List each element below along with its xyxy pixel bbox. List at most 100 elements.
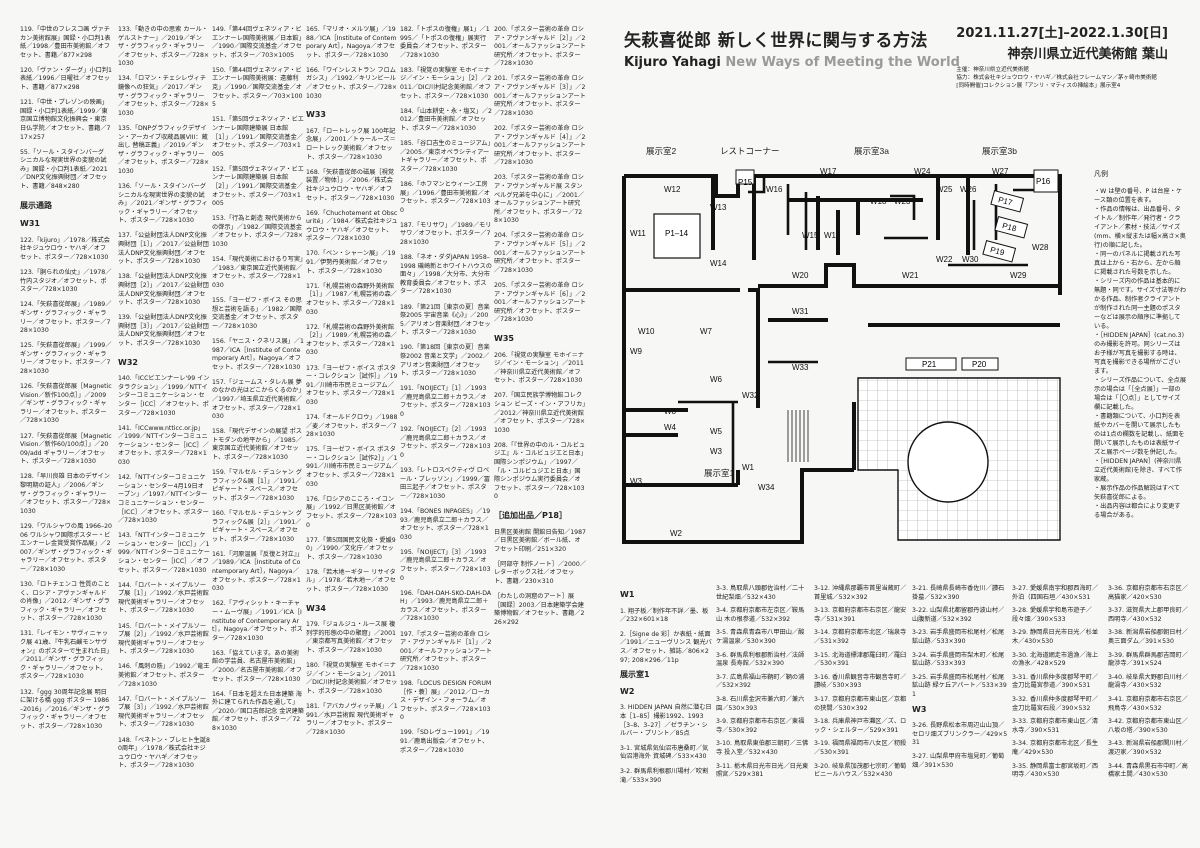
additional-heading: ［追加出品／P18］ <box>494 511 567 520</box>
catalog-entry: 3-39. 群馬県群馬郡吉岡町／龍渉寺／391×524 <box>1108 651 1188 668</box>
catalog-entry: 137.「公益財団法人DNP文化振興財団［1］」／2017／公益財団法人DNP文… <box>118 232 209 266</box>
catalog-entry: 125.「矢萩喜從郎展」／1999／ギンザ・グラフィック・ギャラリー／オフセット… <box>20 342 112 375</box>
catalog-entry: 1. 翔子板／制作年不詳／墨、板／232×601×18 <box>620 607 709 624</box>
catalog-entry: 202.「ポスター芸術の革命 ロシア・アヴァンギャルド［4］」／2001／オール… <box>494 124 586 167</box>
svg-text:W25: W25 <box>936 185 953 194</box>
date-block: 2021.11.27[土]–2022.1.30[日] 神奈川県立近代美術館 葉山… <box>956 22 1168 90</box>
column-3: 149.「第44回ヴェネツィア・ビエンナーレ国際美術展／日本館」／1990／国際… <box>212 26 304 740</box>
legend: 凡例 ・W は壁の番号、P は台座・ケース類の位置を表す。 ・作品の情報は、出品… <box>1094 170 1186 520</box>
catalog-entry: 141.「ICCwww.ntticc.or.jp」／1999／NTTインターコミ… <box>118 424 209 467</box>
catalog-entry: 3-41. 京都府京都市右京区／飛鳥寺／430×532 <box>1108 695 1188 712</box>
catalog-entry: 162.「アヴィシット・キーチャー・ムーヴ展」／1991／ICA［Institu… <box>212 600 303 642</box>
catalog-entry: 183.「視覚の実験室 モホイ＝ナジ／イン・モーション」［2］／2011／DIC… <box>400 66 492 100</box>
catalog-entry: 3-32. 香川県仲多度郡琴平町／金刀比羅宮石段／390×532 <box>1012 695 1099 712</box>
catalog-entry: 145.「ロバート・メイプルソープ展［2］」／1992／水戸芸術館 現代美術ギャ… <box>118 622 211 656</box>
catalog-entry: 170.「ベン・シャーン展」／1991／伊勢丹美術館／オフセット、ポスター／72… <box>306 250 396 275</box>
catalog-entry: 3-36. 京都府京都市右京区／高猫家／420×530 <box>1108 585 1188 601</box>
entry-list: 182.「トポスの復権」展1」／1995／「トポスの復権」展実行委員会／オフセッ… <box>400 26 492 755</box>
catalog-entry: 3-3. 鳥取県八頭郡佐治村／二十世紀梨畑／532×430 <box>716 585 805 601</box>
svg-text:W31: W31 <box>792 307 809 316</box>
entry-list: 122.「kijuro」／1978／株式会社キジュウロウ・ヤハギ／オフセット、ポ… <box>20 237 112 732</box>
room3b-label: 展示室3b <box>982 146 1017 156</box>
catalog-entry: 188.「ネオ・ダダJAPAN 1958–1998 磯崎新とホワイトハウスの面々… <box>400 254 492 296</box>
entry-list: 日黒区美術館 開館日告知／1987／日黒区美術館／ボール紙、オフセット印刷／25… <box>494 529 586 628</box>
catalog-entry: 3-2. 群馬県利根郡川場村／吹割滝／533×390 <box>620 767 709 784</box>
catalog-entry: 165.「マリオ・メルツ展」／1988／ICA［Institute of Con… <box>306 26 397 59</box>
entry-list: 3. HIDDEN JAPAN 自然に潜む日本［1–85］撮影1992、1993… <box>620 704 712 785</box>
museum-name: 神奈川県立近代美術館 葉山 <box>1007 47 1168 62</box>
credit-line: [同時開催]コレクション展「アンリ・マティスの挿絵本」展示室4 <box>956 83 1121 89</box>
catalog-entry: 3-27. 愛媛県南宇和郡西海町／外泊（四国石垣／430×531 <box>1012 585 1099 601</box>
stairs <box>787 410 809 462</box>
wall-heading-w2: W2 <box>620 686 635 696</box>
svg-text:W8: W8 <box>664 407 677 416</box>
panel-p15 <box>735 169 755 185</box>
panel-label: P16 <box>1036 177 1051 186</box>
catalog-entry: 134.「ロマン・チェシレヴィチ 鏡像への狂気」／2017／ギンザ・グラフィック… <box>118 75 210 117</box>
catalog-entry: 156.「ヤニス・クネリス展」／1987／ICA［Institute of Co… <box>212 337 304 371</box>
title-en-sub: New Ways of Meeting the World <box>725 55 960 70</box>
wall-labels: W12 W13 W11 W16 W17 W15 W19 W18 W23 W24 … <box>630 167 1049 538</box>
header: 矢萩喜從郎 新しく世界に関与する方法 Kijuro Yahagi New Way… <box>624 26 1184 70</box>
svg-text:W3: W3 <box>630 477 643 486</box>
bottom-col-2: 3-3. 鳥取県八頭郡佐治村／二十世紀梨畑／532×430 3-4. 京都府京都市… <box>716 585 810 785</box>
title-jp: 矢萩喜從郎 新しく世界に関与する方法 <box>624 31 928 51</box>
credit-line: 主催：神奈川県立近代美術館 <box>956 67 1030 73</box>
catalog-entry: 3-22. 山梨県北都留郡丹波山村／山腹新道／532×392 <box>912 607 1005 623</box>
catalog-entry: 122.「kijuro」／1978／株式会社キジュウロウ・ヤハギ／オフセット、ポ… <box>20 236 110 261</box>
column-5: 182.「トポスの復権」展1」／1995／「トポスの復権」展実行委員会／オフセッ… <box>400 26 492 762</box>
panel-label: P20 <box>972 360 987 369</box>
catalog-entry: 3-28. 愛媛県宇和島市遊子／段々畑／390×533 <box>1012 607 1092 623</box>
catalog-entry: 3-42. 京都府京都市東山区／八坂の塔／390×530 <box>1108 718 1188 734</box>
catalog-entry: 168.「矢萩喜從郎の磁展［視覚装置／物体］」／2006／株式会社キジュウロウ・… <box>306 168 395 202</box>
panel-p1-14 <box>653 213 701 259</box>
catalog-entry: 135.「DNPグラフィックデザイン・アーカイブ収蔵品展VIII：蔵出し 替稿正… <box>118 124 210 175</box>
catalog-entry: 3-10. 鳥取県東伯郡三朝町／三佛寺 投入堂／532×430 <box>716 740 809 756</box>
wall-heading-w1: W1 <box>620 590 635 599</box>
svg-text:W19: W19 <box>824 231 841 240</box>
catalog-entry: 155.「ヨーゼフ・ボイス その思想と芸術を語る」／1982／国際交流基金／オフ… <box>212 297 302 330</box>
catalog-entry: 164.「日本を超えた日本建築 海外に建てられた作品を通して」／2020／国口吉… <box>212 690 304 733</box>
catalog-entry: 200.「ポスター芸術の革命 ロシア・アヴァンギャルド［2］」／2001／オール… <box>494 26 586 68</box>
svg-text:W21: W21 <box>902 271 919 280</box>
catalog-entry: 126.「矢萩喜從郎展［Magnetic Vision／新作100点］」／200… <box>20 383 114 425</box>
entry-list: 206.「視覚の実験室 モホイ＝ナジ／イン・モーション」／2011／神奈川県立近… <box>494 352 586 503</box>
catalog-entry: 3-1. 宮城県気仙沼市唐桑町／気仙沼港海外 資城碑／533×430 <box>620 744 709 761</box>
catalog-entry: 3-7. 広島県福山市鞆町／鞆の浦／532×392 <box>716 673 805 690</box>
catalog-entry: 133.「動きの中の思索 カール・ゲルストナー」／2019／ギンザ・グラフィック… <box>118 26 210 68</box>
panel-label: P15 <box>738 178 753 187</box>
catalog-entry: 138.「公益財団法人DNP文化振興財団［2］」／2017／公益財団法人DNP文… <box>118 273 209 307</box>
catalog-entry: 3-40. 岐阜県大野郡白川村／龍渦寺／430×532 <box>1108 673 1188 690</box>
entry-list: 165.「マリオ・メルツ展」／1988／ICA［Institute of Con… <box>306 26 398 101</box>
entry-list: 167.「ロートレック展 100年記念展」／2001／トゥールーズ＝ロートレック… <box>306 128 398 595</box>
catalog-entry: 3. HIDDEN JAPAN 自然に潜む日本［1–85］撮影1992、1993… <box>620 704 712 738</box>
restcorner-label: レストコーナー <box>720 146 780 156</box>
catalog-entry: 143.「NTTインターコミュニケーション・センター［ICC］」／1999／NT… <box>118 532 210 574</box>
svg-text:W5: W5 <box>710 427 723 436</box>
catalog-entry: 136.「ソール・スタインバーグ シニカルな現実世界の変貌の試み」／2021／ギ… <box>118 183 208 225</box>
catalog-entry: 176.「ロシアのこころ・イコン展」／1992／日黒区美術館／オフセット、ポスタ… <box>306 495 397 529</box>
svg-text:W12: W12 <box>664 185 681 194</box>
catalog-entry: 201.「ポスター芸術の革命 ロシア・アヴァンギャルド［3］」／2001／オール… <box>494 75 586 117</box>
catalog-entry: 3-19. 福岡県福岡市八女区／籾殺／530×391 <box>814 740 907 756</box>
catalog-entry: 193.「レトロスペクティヴ ロベール・ブレッソン」／1999／冨田三起子／オフ… <box>400 467 490 500</box>
catalog-entry: ［わたしの洞窟のアート］展［国録］2003／日本建築学会建築博物館／オフセット、… <box>494 593 585 626</box>
catalog-entry: 3-26. 長野県松本市周辺山山頂／セロリ畑ズブリンクラー／429×531 <box>912 722 1008 747</box>
svg-text:W20: W20 <box>792 271 809 280</box>
catalog-entry: 171.「札幌芸術の森野外美術館［1］」／1987／札幌芸術の森／オフセット、ポ… <box>306 282 397 316</box>
panel-p19: P19 <box>982 240 1017 263</box>
entry-list: 3-3. 鳥取県八頭郡佐治村／二十世紀梨畑／532×430 3-4. 京都府京都市… <box>716 585 810 780</box>
catalog-entry: 3-9. 京都府京都市右京区／東福寺／530×392 <box>716 718 805 734</box>
entry-list: 200.「ポスター芸術の革命 ロシア・アヴァンギャルド［2］」／2001／オール… <box>494 26 586 325</box>
catalog-entry: 158.「現代デザインの展望 ポストモダンの地平から」／1985／東京国立近代美… <box>212 428 302 462</box>
catalog-entry: 148.「ベネトン・ブレヒト生誕80周年」／1978／株式会社キジュウロウ・ヤハ… <box>118 736 210 770</box>
wall-heading-w31: W31 <box>20 219 40 229</box>
catalog-entry: 日黒区美術館 開館日告知／1987／日黒区美術館／ボール紙、オフセット印刷／25… <box>494 528 586 553</box>
catalog-entry: 3-4. 京都府京都市左京区／鞍馬山 木の根参道／532×392 <box>716 607 805 623</box>
catalog-entry: 3-6. 群馬県利根郡新治村／法師温泉 長寿館／532×390 <box>716 651 805 668</box>
catalog-entry: 159.「マルセル・デュシャン グラフィック&展［1］」／1991／ピギャート・… <box>212 469 302 502</box>
catalog-entry: 205.「ポスター芸術の革命 ロシア・アヴァンギャルド［6］」／2001／オール… <box>494 281 586 324</box>
